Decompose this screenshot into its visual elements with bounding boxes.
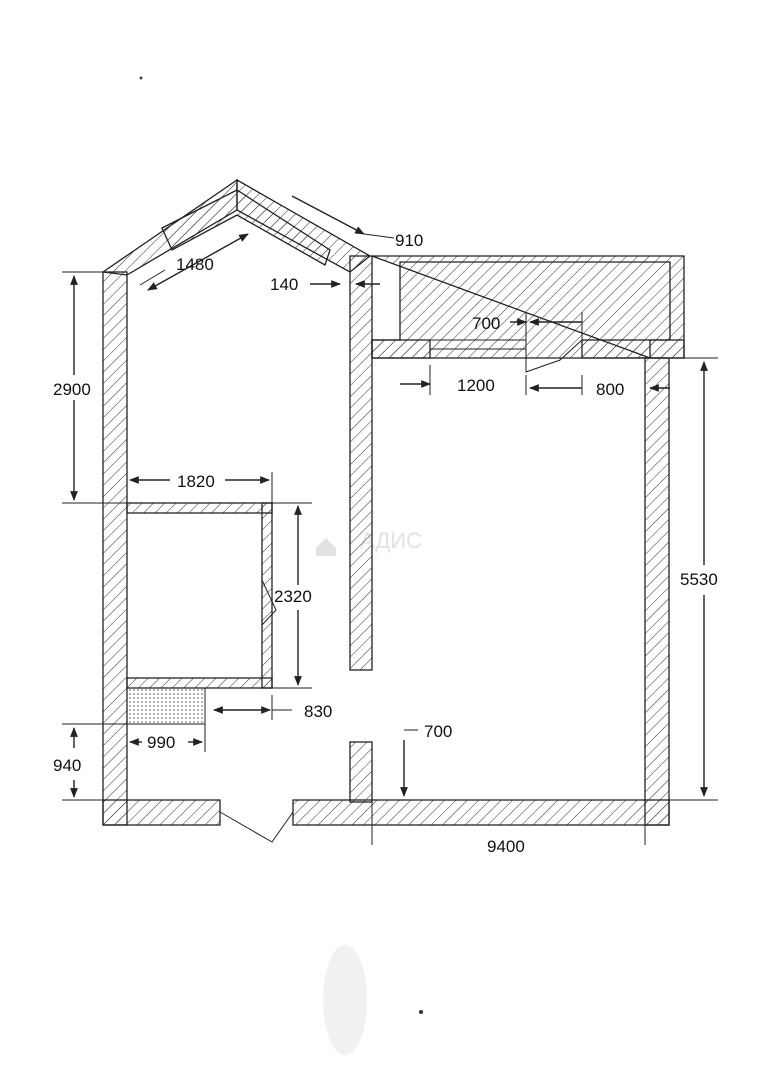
walls — [101, 178, 685, 826]
wall-bath-right — [261, 502, 273, 689]
dim-bottom-overall: 9400 — [487, 837, 525, 856]
dim-1820: 1820 — [177, 472, 215, 491]
wall-inner-stub — [349, 741, 373, 803]
dim-990: 990 — [147, 733, 175, 752]
dimension-lines — [62, 195, 718, 845]
wall-left-outer — [102, 271, 128, 826]
dim-700-top: 700 — [472, 314, 500, 333]
wall-bottom-left — [102, 799, 221, 826]
watermark-text: АДИС — [360, 528, 422, 553]
dim-1480: 1480 — [176, 255, 214, 274]
wall-bottom-right — [292, 799, 670, 826]
watermark: АДИС — [316, 528, 422, 556]
dim-800: 800 — [596, 380, 624, 399]
wall-bath-top — [126, 502, 273, 514]
dimension-labels: 1480 910 140 700 1200 800 2900 1820 2320… — [53, 231, 718, 856]
wall-inner-vertical — [349, 255, 373, 671]
dim-830: 830 — [304, 702, 332, 721]
wall-right-outer — [644, 357, 670, 826]
entrance-door-icon — [219, 811, 294, 843]
window-main — [429, 339, 527, 359]
dim-700-bottom: 700 — [424, 722, 452, 741]
dim-910: 910 — [395, 231, 423, 250]
dim-140: 140 — [270, 275, 298, 294]
dim-940: 940 — [53, 756, 81, 775]
bathroom-door-icon — [261, 579, 277, 626]
storage-dotted-area — [126, 687, 206, 725]
wall-main-top-right — [581, 339, 685, 359]
dim-2900: 2900 — [53, 380, 91, 399]
dim-2320: 2320 — [274, 587, 312, 606]
dim-1200: 1200 — [457, 376, 495, 395]
house-logo-icon — [316, 538, 336, 556]
balcony-door-icon — [525, 339, 583, 373]
wall-main-top-left — [371, 339, 431, 359]
dim-5530: 5530 — [680, 570, 718, 589]
wall-bath-bottom — [126, 677, 273, 689]
scan-marks — [139, 76, 423, 1055]
